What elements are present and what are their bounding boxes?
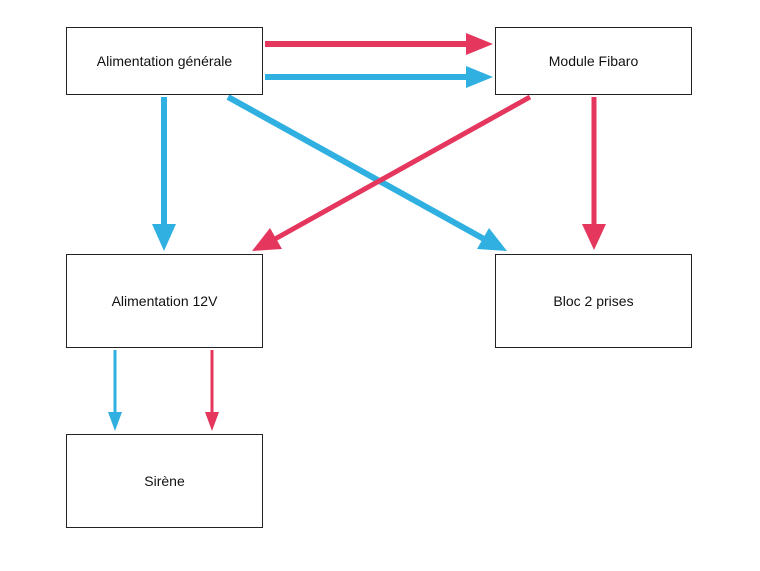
arrow-red-fibaro-to-bloc: [582, 97, 606, 250]
node-label: Bloc 2 prises: [553, 293, 634, 309]
arrow-blue-general-to-bloc: [226, 94, 507, 251]
arrow-red-12v-to-sirene: [205, 350, 219, 431]
node-sirene: Sirène: [66, 434, 263, 528]
arrow-blue-general-to-12v: [152, 97, 176, 251]
node-label: Module Fibaro: [548, 53, 639, 69]
node-module-fibaro: Module Fibaro: [495, 27, 692, 95]
node-label: Alimentation 12V: [111, 293, 218, 309]
node-label: Sirène: [144, 473, 185, 489]
arrow-red-general-to-fibaro: [265, 33, 493, 55]
arrow-blue-12v-to-sirene: [108, 350, 122, 431]
node-label: Alimentation générale: [96, 53, 233, 69]
arrow-blue-general-to-fibaro: [265, 66, 493, 88]
node-alimentation-generale: Alimentation générale: [66, 27, 263, 95]
node-bloc-2-prises: Bloc 2 prises: [495, 254, 692, 348]
node-alimentation-12v: Alimentation 12V: [66, 254, 263, 348]
arrow-red-fibaro-to-12v: [252, 94, 532, 251]
